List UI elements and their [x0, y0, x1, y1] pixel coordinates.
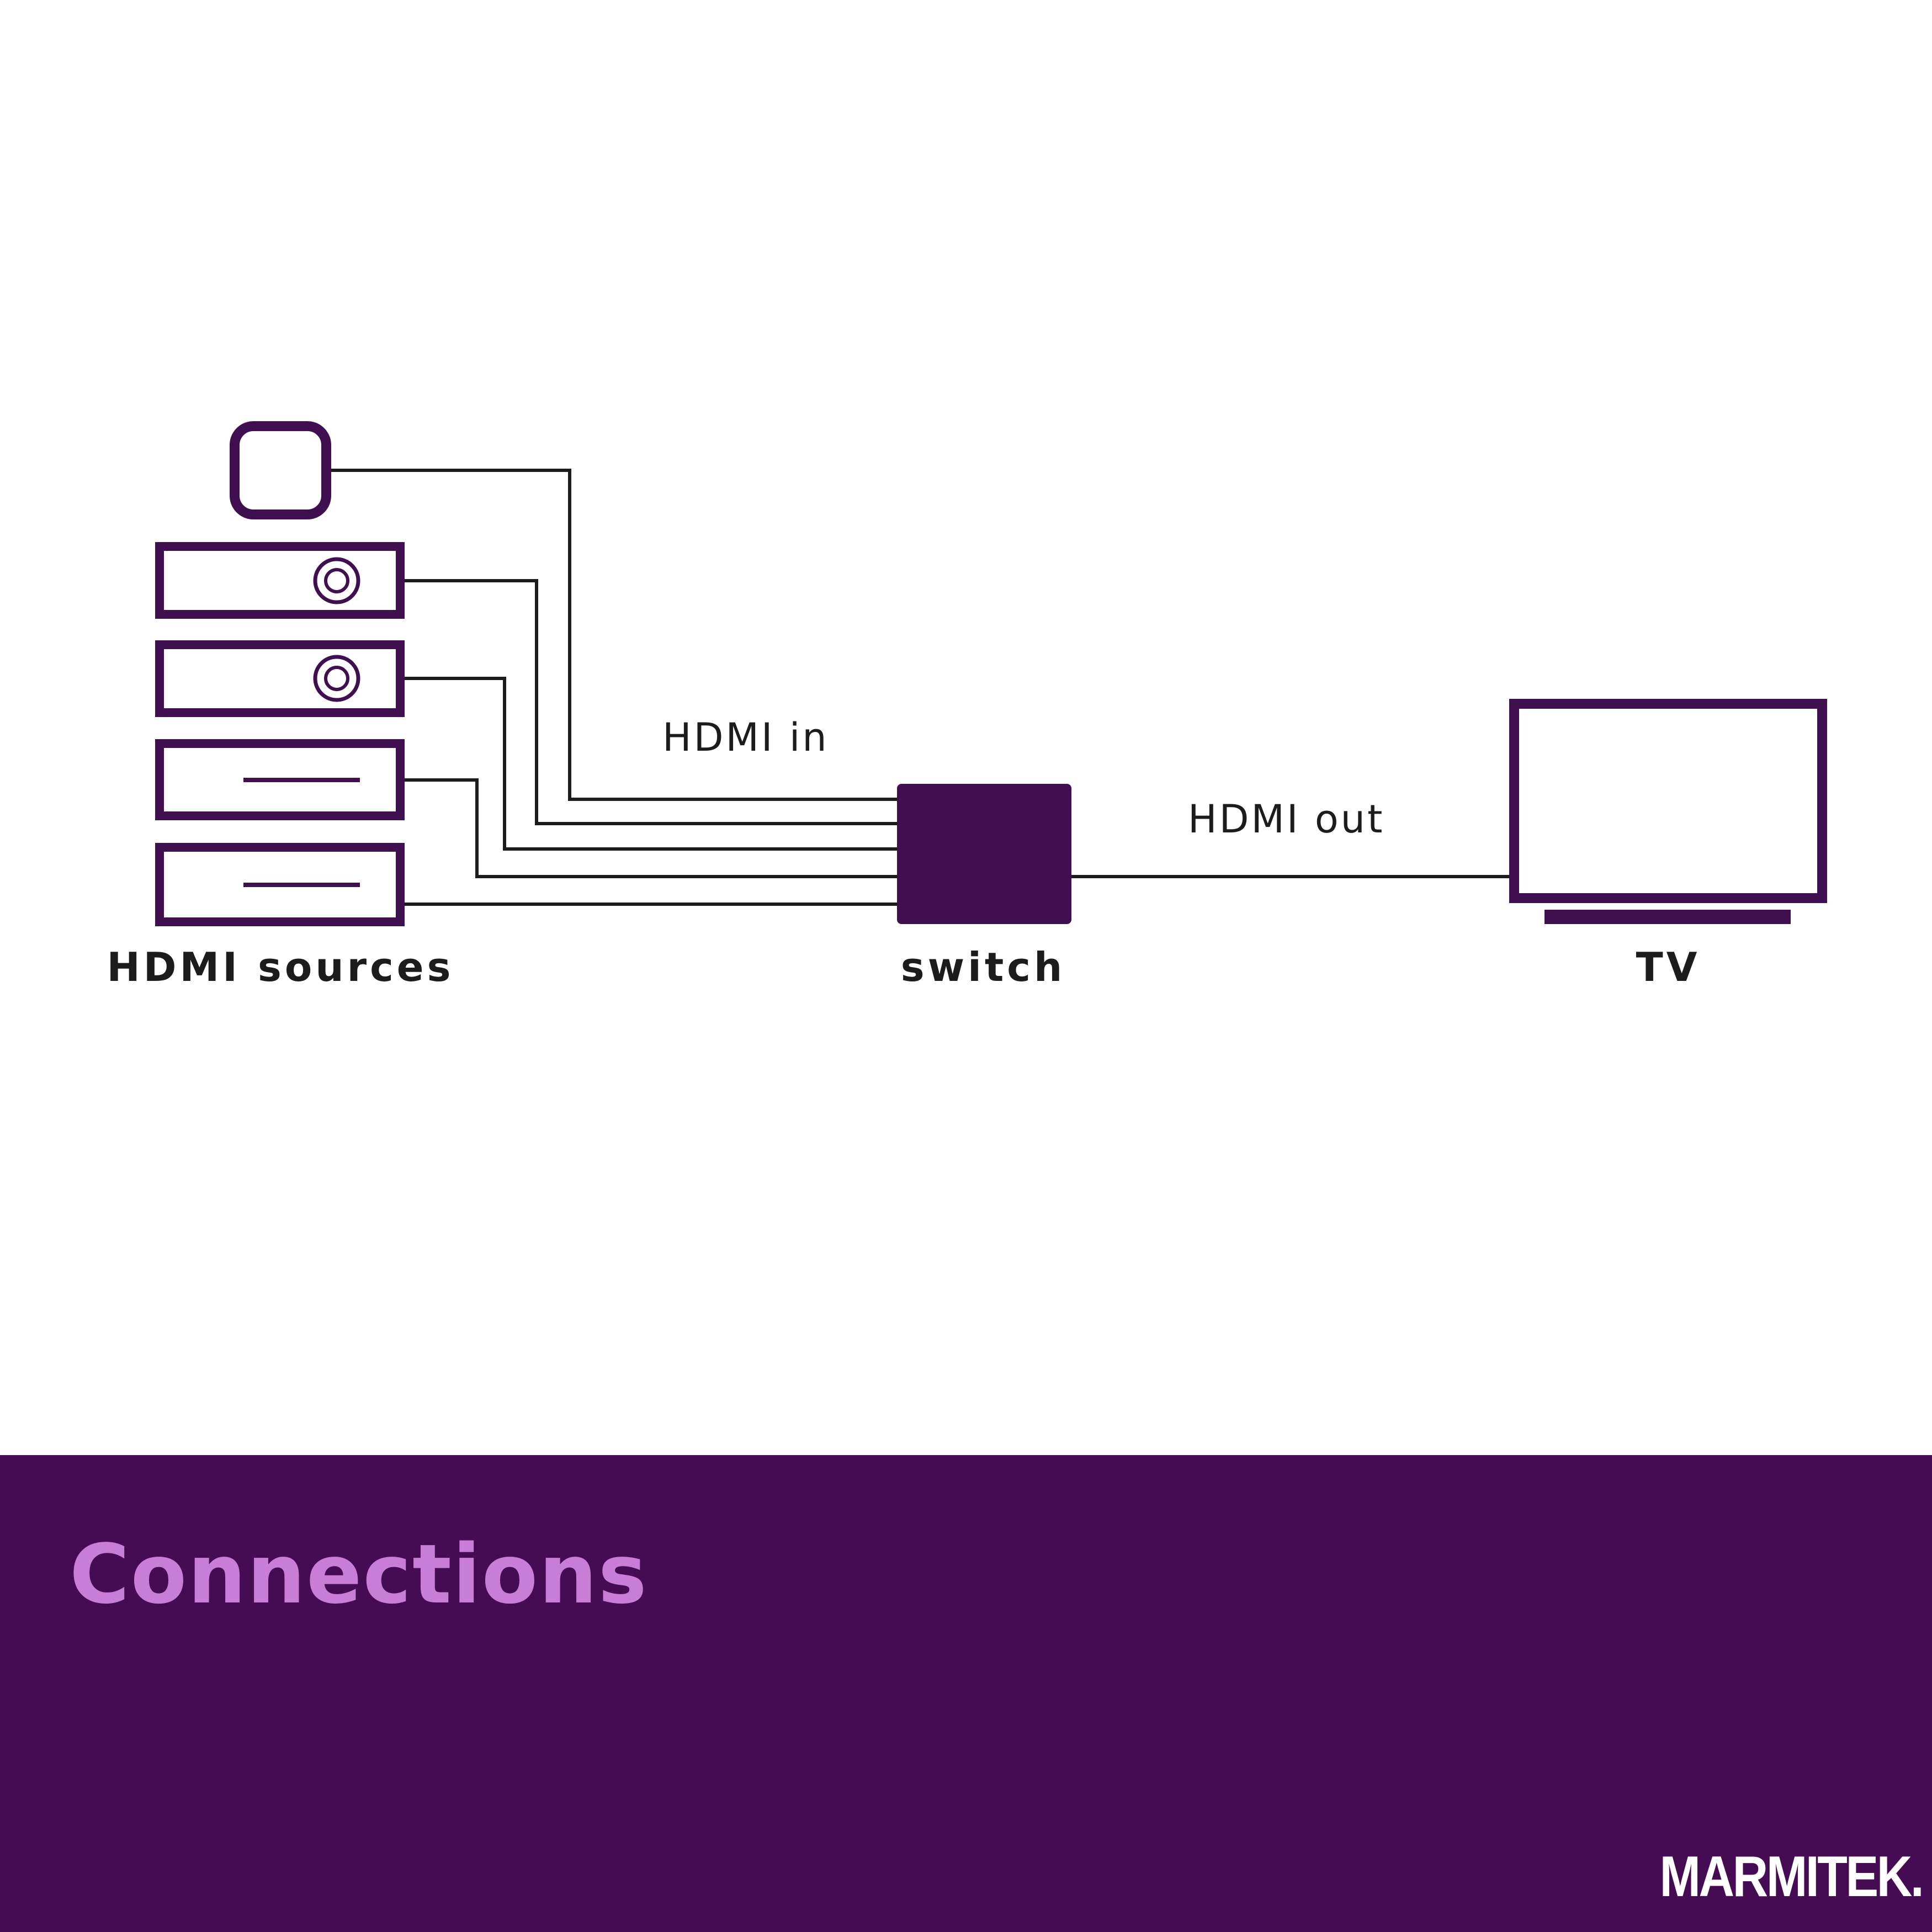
streaming-stick-icon — [230, 421, 331, 519]
hdmi-switch-icon — [897, 784, 1071, 924]
section-title: Connections — [70, 1527, 648, 1622]
disc-player-icon — [155, 542, 405, 619]
hdmi-in-label: HDMI in — [662, 715, 829, 760]
hdmi-cable-4 — [403, 778, 898, 878]
connection-diagram: HDMI in HDMI out HDMI sources switch TV — [107, 421, 1827, 990]
disc-player-icon — [155, 640, 405, 717]
tv-icon — [1509, 699, 1827, 924]
hdmi-cable-2 — [403, 579, 898, 825]
footer-banner: Connections MARMITEK. — [0, 1455, 1932, 1932]
set-top-box-icon — [155, 739, 405, 820]
hdmi-cable-3 — [403, 677, 898, 851]
diagram-canvas — [155, 421, 1827, 926]
hdmi-cable-1 — [329, 469, 898, 801]
set-top-box-icon — [155, 843, 405, 926]
switch-label: switch — [900, 944, 1066, 990]
hdmi-sources-label: HDMI sources — [107, 944, 454, 990]
hdmi-sources — [155, 421, 405, 926]
tv-label: TV — [1636, 944, 1701, 990]
brand-logo: MARMITEK. — [1659, 1845, 1924, 1909]
hdmi-in-cables — [329, 469, 898, 906]
hdmi-out-label: HDMI out — [1188, 797, 1385, 842]
